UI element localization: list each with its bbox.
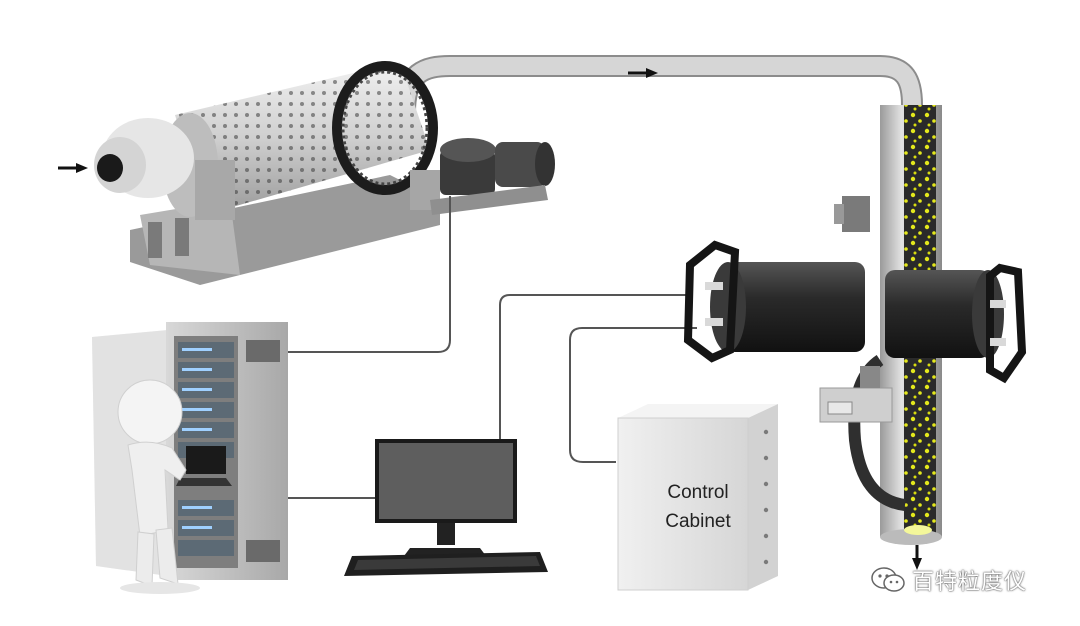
computer-monitor bbox=[375, 439, 517, 556]
control-cabinet bbox=[617, 404, 778, 591]
watermark-text: 百特粒度仪 bbox=[912, 570, 1028, 595]
control-cabinet-label-line2: Cabinet bbox=[665, 511, 731, 532]
wechat-icon bbox=[871, 567, 905, 592]
server-rack bbox=[92, 322, 288, 580]
flow-arrow-icon bbox=[628, 68, 658, 78]
input-arrow-icon bbox=[58, 163, 88, 173]
keyboard bbox=[344, 552, 548, 576]
control-cabinet-label-line1: Control bbox=[667, 482, 729, 503]
operator-figure bbox=[117, 379, 200, 594]
outlet-arrow-icon bbox=[912, 545, 922, 570]
transport-pipe bbox=[394, 55, 923, 113]
cables bbox=[286, 196, 697, 499]
ball-mill bbox=[94, 61, 555, 285]
particle-size-analyzer bbox=[683, 196, 1027, 423]
control-cabinet-label: Control Cabinet bbox=[618, 478, 778, 536]
watermark: 百特粒度仪 bbox=[870, 563, 1027, 597]
